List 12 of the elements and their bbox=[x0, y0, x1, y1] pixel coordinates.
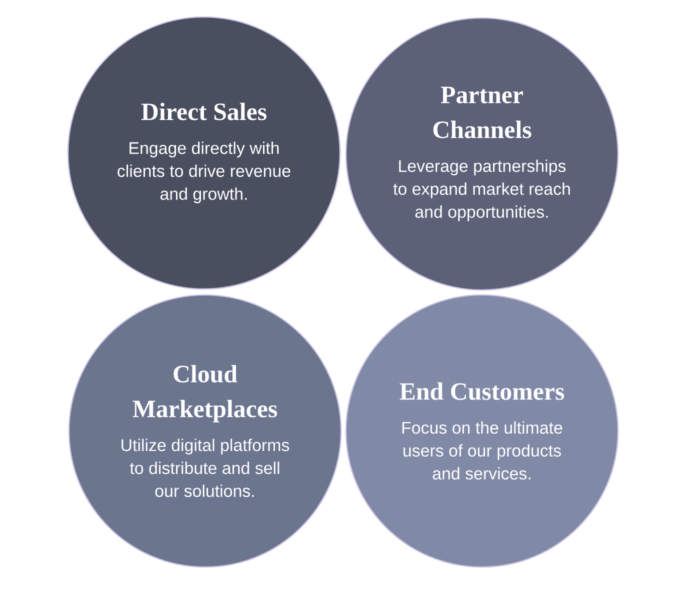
description: Leverage partnerships to expand market reach and opportunities. bbox=[393, 160, 570, 222]
description: Focus on the ultimate users of our products and services. bbox=[402, 421, 562, 480]
heading: Cloud Marketplaces bbox=[132, 364, 278, 422]
heading: End Customers bbox=[400, 382, 564, 400]
circle bbox=[68, 294, 342, 568]
circle bbox=[67, 16, 341, 290]
heading: Partner Channels bbox=[433, 86, 532, 138]
heading: Direct Sales bbox=[141, 102, 266, 120]
circle bbox=[345, 294, 619, 568]
description: Utilize digital platforms to distribute and sell our solutions. bbox=[122, 438, 290, 498]
description: Engage directly with clients to drive revenue and growth. bbox=[118, 142, 290, 204]
circle bbox=[345, 17, 619, 291]
